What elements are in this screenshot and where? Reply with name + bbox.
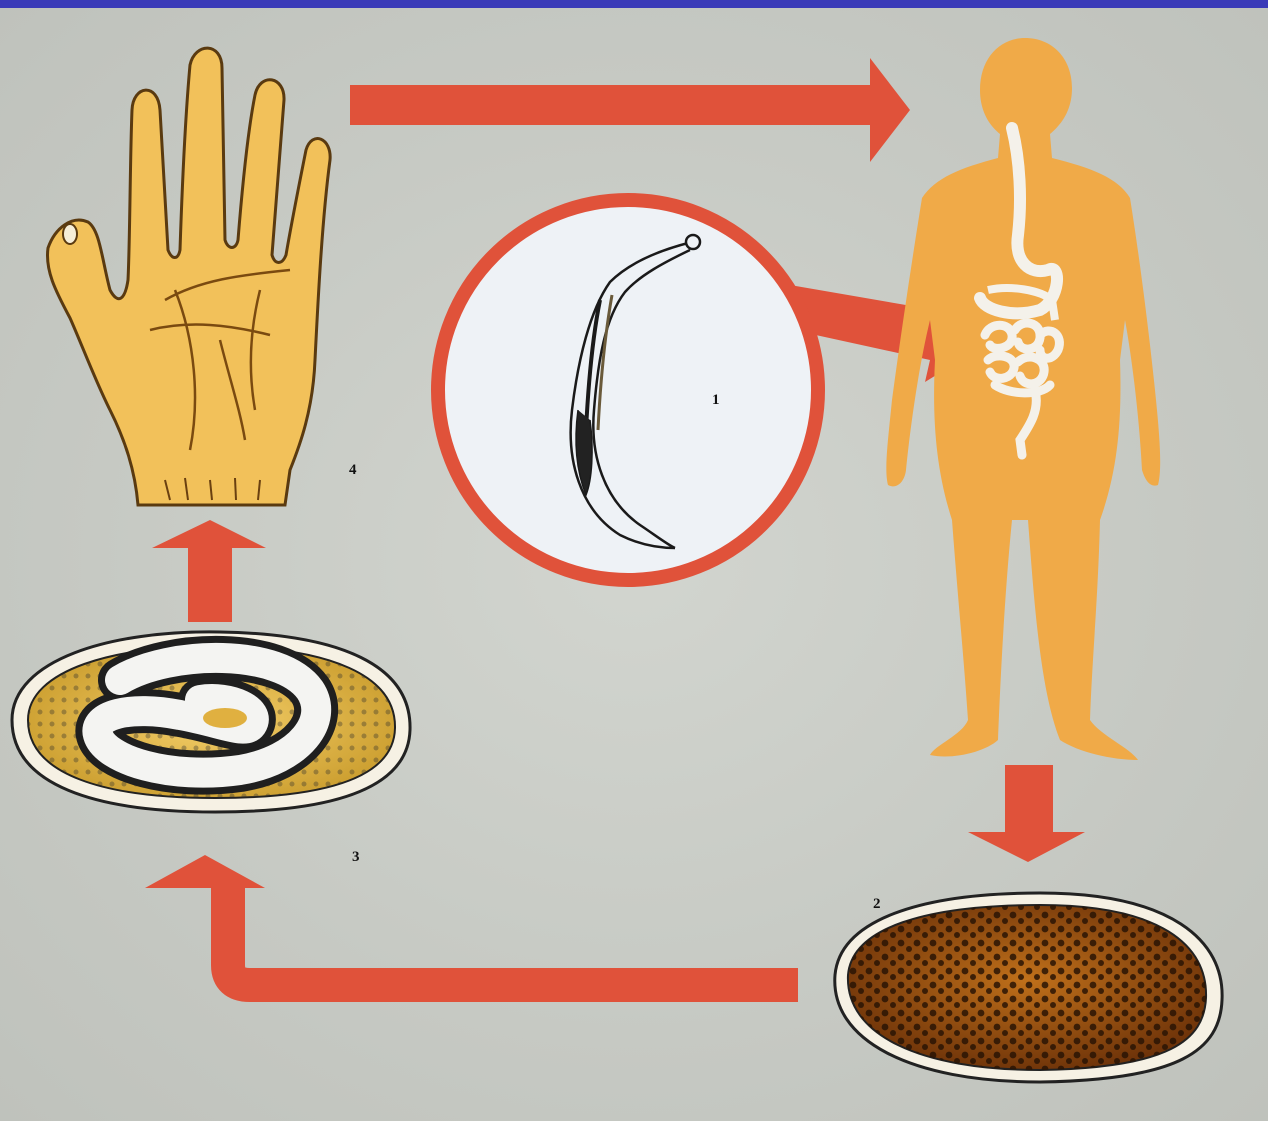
arrow-egg3-to-hand (152, 520, 266, 622)
egg-embryonated (12, 632, 410, 812)
stage-label-4: 4 (349, 462, 357, 479)
stage-label-3: 3 (352, 849, 360, 866)
stage-label-1: 1 (712, 392, 720, 409)
arrow-body-to-egg (968, 765, 1085, 862)
egg-unembryonated (835, 893, 1222, 1082)
arrow-hand-to-body (350, 58, 910, 162)
human-body (886, 38, 1160, 760)
arrow-egg2-to-egg3 (145, 855, 798, 985)
adult-worm-circle (438, 200, 818, 580)
stage-label-2: 2 (873, 896, 881, 913)
hand (47, 48, 330, 505)
